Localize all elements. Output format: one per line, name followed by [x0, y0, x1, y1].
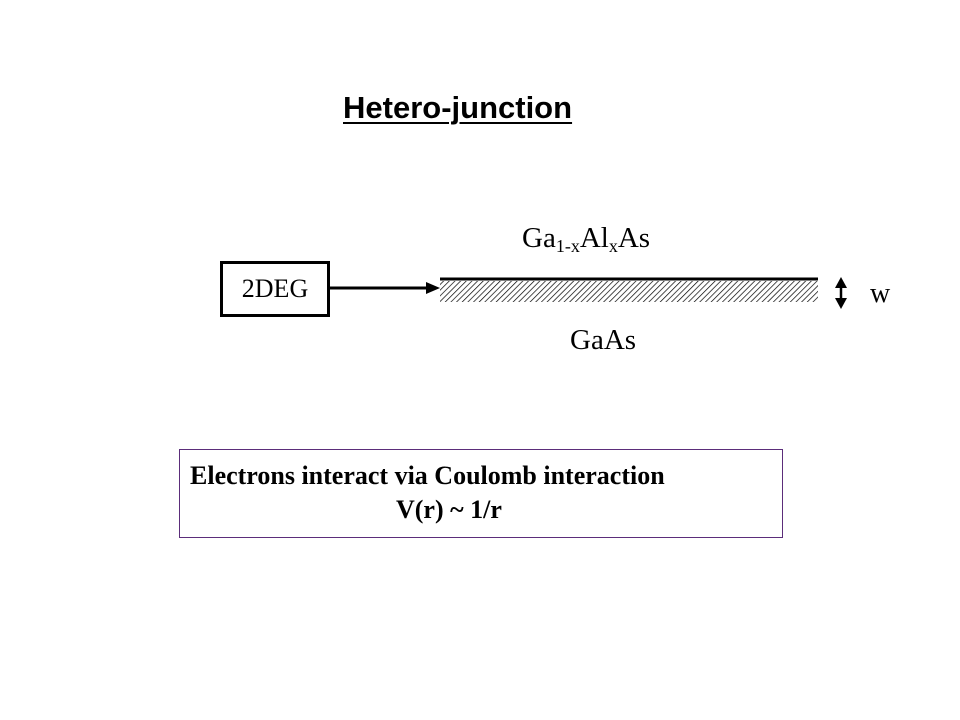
width-label: w	[870, 278, 891, 309]
pointer-arrowhead	[426, 282, 440, 294]
top-layer-as: As	[617, 222, 651, 254]
coulomb-note-text: Electrons interact via Coulomb interacti…	[190, 461, 665, 490]
top-layer-subscript-x: x	[608, 236, 618, 256]
width-arrow-down	[835, 298, 847, 309]
potential-formula: V(r) ~ 1/r	[396, 495, 502, 524]
coulomb-note-box: Electrons interact via Coulomb interacti…	[179, 449, 783, 538]
top-layer-label: Ga1-xAlxAs	[522, 222, 651, 256]
bottom-layer-label: GaAs	[570, 324, 637, 356]
electron-gas-label: 2DEG	[241, 274, 309, 303]
top-layer-ga: Ga	[522, 222, 556, 254]
diagram-title: Hetero-junction	[343, 90, 573, 125]
top-layer-al: Al	[579, 222, 609, 254]
width-arrow-up	[835, 277, 847, 288]
electron-gas-layer	[440, 281, 818, 302]
top-layer-subscript-1-x: 1-x	[555, 236, 580, 256]
